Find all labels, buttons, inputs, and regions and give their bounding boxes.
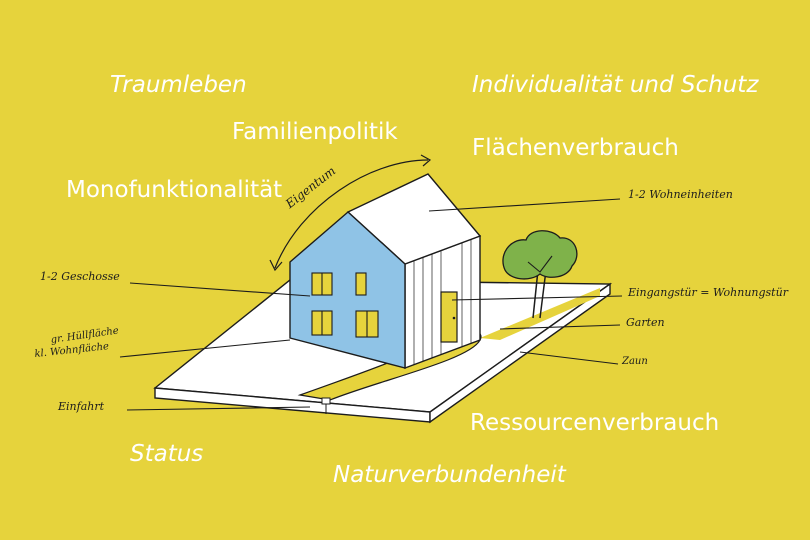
annotation-garten: Garten — [626, 316, 665, 329]
keyword-naturverbundenheit: Naturverbundenheit — [333, 462, 566, 488]
entrance-door — [440, 291, 458, 343]
keyword-individualitaet: Individualität und Schutz — [472, 72, 759, 98]
annotation-einfahrt: Einfahrt — [58, 400, 105, 413]
annotation-wohneinheiten: 1-2 Wohneinheiten — [628, 188, 733, 201]
eigentum-arrow — [274, 159, 429, 269]
windows — [311, 272, 379, 338]
annotation-zaun: Zaun — [622, 356, 648, 367]
keyword-status: Status — [130, 441, 204, 467]
leader-lines — [119, 198, 623, 411]
annotation-eingangstuer: Eingangstür = Wohnungstür — [628, 286, 788, 299]
keyword-flaechenverbrauch: Flächenverbrauch — [472, 135, 679, 161]
annotation-geschosse: 1-2 Geschosse — [40, 270, 120, 283]
lot-side-edge — [429, 282, 611, 424]
tree — [502, 230, 578, 319]
keyword-familienpolitik: Familienpolitik — [232, 119, 398, 145]
mailbox — [321, 397, 331, 405]
keyword-traumleben: Traumleben — [110, 72, 247, 98]
keyword-monofunktionalitaet: Monofunktionalität — [66, 177, 283, 203]
keyword-ressourcenverbrauch: Ressourcenverbrauch — [470, 410, 720, 436]
